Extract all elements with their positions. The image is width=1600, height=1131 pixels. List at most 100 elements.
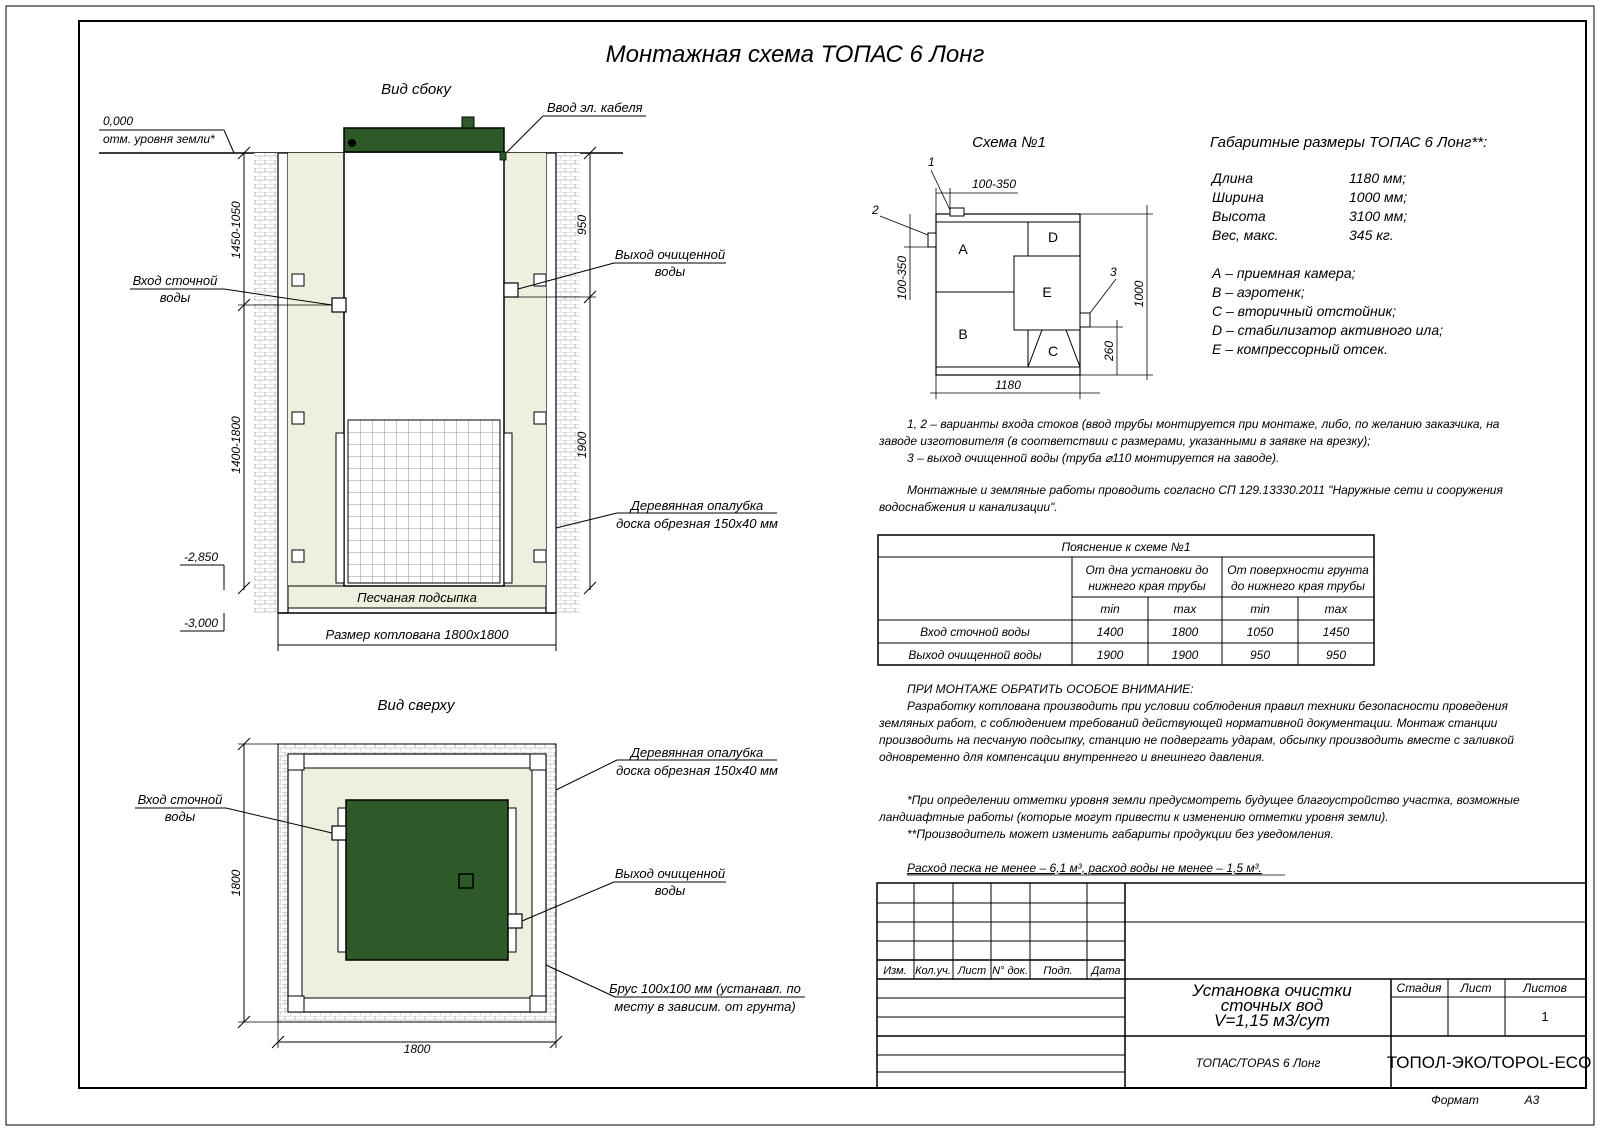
top-beam-label-1: Брус 100х100 мм (устанавл. по: [609, 981, 801, 996]
title-block-frame: [876, 882, 1587, 1089]
notes-block: 1, 2 – варианты входа стоков (ввод трубы…: [878, 417, 1520, 876]
side-inlet-label-1: Вход сточной: [133, 273, 218, 288]
tb-sheets-label: Листов: [1522, 981, 1567, 995]
tb-format-value: А3: [1524, 1093, 1540, 1107]
tb-header-count: Кол.уч.: [915, 965, 951, 977]
scheme1-marker-3: 3: [1110, 265, 1117, 279]
table-sub-min-1: min: [1100, 602, 1120, 616]
top-outlet-label-2: воды: [655, 883, 686, 898]
tb-company: ТОПОЛ-ЭКО/TOPOL-ECO: [1387, 1053, 1592, 1072]
tb-header-doc: N° док.: [992, 965, 1028, 977]
anchor-left-3: [291, 549, 305, 563]
top-inlet-label-1: Вход сточной: [138, 792, 223, 807]
unit-lid: [343, 127, 505, 153]
top-view-title: Вид сверху: [378, 697, 456, 714]
dimension-name-width: Ширина: [1212, 189, 1264, 205]
side-outlet-leader: [517, 262, 615, 290]
scheme1-zone-a: A: [958, 241, 968, 257]
attention-title: ПРИ МОНТАЖЕ ОБРАТИТЬ ОСОБОЕ ВНИМАНИЕ:: [907, 682, 1194, 696]
table-row1-value-1: 1400: [1097, 625, 1124, 639]
scheme1-zone-e: E: [1042, 284, 1051, 300]
table-group2-line2: до нижнего края трубы: [1231, 579, 1365, 593]
note-inlet-variants-2: заводе изготовителя (в соответствии с ра…: [878, 434, 1371, 448]
scheme1-marker-1-leader: [930, 169, 951, 211]
top-formwork-label-1: Деревянная опалубка: [629, 745, 764, 760]
tb-sheets-value: 1: [1541, 1009, 1548, 1024]
table-row1-value-3: 1050: [1247, 625, 1274, 639]
scheme1-zone-c: C: [1048, 343, 1058, 359]
legend-item-d: D – стабилизатор активного ила;: [1212, 322, 1443, 338]
top-rib-right: [507, 807, 517, 953]
tb-project-name-1: Установка очистки: [1191, 981, 1352, 1000]
legend-item-b: В – аэротенк;: [1212, 284, 1305, 300]
table-title: Пояснение к схеме №1: [1061, 540, 1190, 554]
table-row2-value-1: 1900: [1097, 648, 1124, 662]
side-formwork-leader: [555, 512, 618, 529]
tb-header-date: Дата: [1089, 965, 1120, 977]
side-view-title: Вид сбоку: [381, 81, 452, 98]
table-row2-value-3: 950: [1250, 648, 1270, 662]
legend-item-e: Е – компрессорный отсек.: [1212, 341, 1388, 357]
note-inlet-variants-3: 3 – выход очищенной воды (труба ⌀110 мон…: [907, 451, 1279, 465]
cable-entry-label: Ввод эл. кабеля: [547, 100, 643, 115]
backfill-left: [288, 153, 344, 588]
unit-lid-hinge: [499, 151, 507, 161]
dim-inlet-height: 1400-1800: [229, 416, 243, 474]
tb-project-name-3: V=1,15 м3/сут: [1214, 1011, 1330, 1030]
formwork-left-board: [277, 152, 289, 614]
sheet-inner-frame: [78, 20, 1587, 1089]
level-bottom-pit: -3,000: [184, 616, 218, 630]
anchor-right-3: [533, 549, 547, 563]
dimension-name-length: Длина: [1210, 170, 1253, 186]
unit-lower-mesh: [347, 419, 501, 584]
table-row2-label: Выход очищенной воды: [908, 648, 1041, 662]
footnote-3: **Производитель может изменить габариты …: [907, 827, 1334, 841]
pit-left-soil: [254, 153, 278, 613]
top-inlet-pipe: [331, 825, 347, 841]
top-unit-hatch: [458, 873, 474, 889]
side-inlet-pipe: [331, 297, 347, 313]
dimension-value-width: 1000 мм;: [1349, 189, 1407, 205]
pit-size-label: Размер котлована 1800х1800: [325, 627, 509, 642]
top-beam-leader: [545, 964, 616, 998]
top-outlet-leader: [521, 881, 615, 922]
top-beam-label-2: месту в зависим. от грунта): [614, 999, 795, 1014]
unit-lid-vent: [461, 116, 475, 129]
scheme1-compressor: [1013, 255, 1081, 331]
dimension-value-height: 3100 мм;: [1349, 208, 1407, 224]
unit-side-rib-right: [503, 432, 513, 584]
scheme1-clarifier-cone: [1027, 329, 1081, 368]
table-group1-line1: От дна установки до: [1086, 563, 1209, 577]
drawing-title: Монтажная схема ТОПАС 6 Лонг: [606, 41, 985, 68]
footnote-2: ландшафтные работы (которые могут привес…: [878, 810, 1389, 824]
tb-stage-label: Стадия: [1397, 981, 1443, 995]
tb-sheet-label: Лист: [1460, 981, 1492, 995]
tb-format-label: Формат: [1431, 1093, 1479, 1107]
side-outlet-label-2: воды: [655, 264, 686, 279]
dimension-value-length: 1180 мм;: [1349, 170, 1406, 186]
side-formwork-label-1: Деревянная опалубка: [629, 498, 764, 513]
ground-level-value: 0,000: [103, 114, 133, 128]
dim-outlet-height: 1900: [575, 431, 589, 458]
pit-right-soil: [556, 153, 580, 613]
tb-project-name-2: сточных вод: [1221, 996, 1323, 1015]
side-right-dim-tick-top: [583, 146, 597, 160]
dimensions-block: Габаритные размеры ТОПАС 6 Лонг**: Длина…: [1210, 134, 1487, 243]
scheme1-dim-outlet: 260: [1102, 341, 1116, 362]
attention-line-3: производить на песчаную подсыпку, станци…: [879, 733, 1514, 747]
top-dim-vertical-tick-bot: [237, 1015, 251, 1029]
sand-bed-label: Песчаная подсыпка: [357, 590, 477, 605]
tb-header-sheet: Лист: [957, 965, 986, 977]
top-inlet-label-2: воды: [165, 809, 196, 824]
side-inlet-label-2: воды: [160, 290, 191, 305]
legend-item-a: А – приемная камера;: [1211, 265, 1356, 281]
dimension-name-height: Высота: [1212, 208, 1266, 224]
table-row2-value-4: 950: [1326, 648, 1346, 662]
scheme1-zone-b: B: [958, 326, 967, 342]
scheme1-inlet-1: [949, 207, 965, 217]
scheme1-marker-2: 2: [871, 203, 879, 217]
table-group2-line1: От поверхности грунта: [1227, 563, 1369, 577]
table-sub-min-2: min: [1250, 602, 1270, 616]
scheme1-dim-height: 1000: [1132, 280, 1146, 307]
